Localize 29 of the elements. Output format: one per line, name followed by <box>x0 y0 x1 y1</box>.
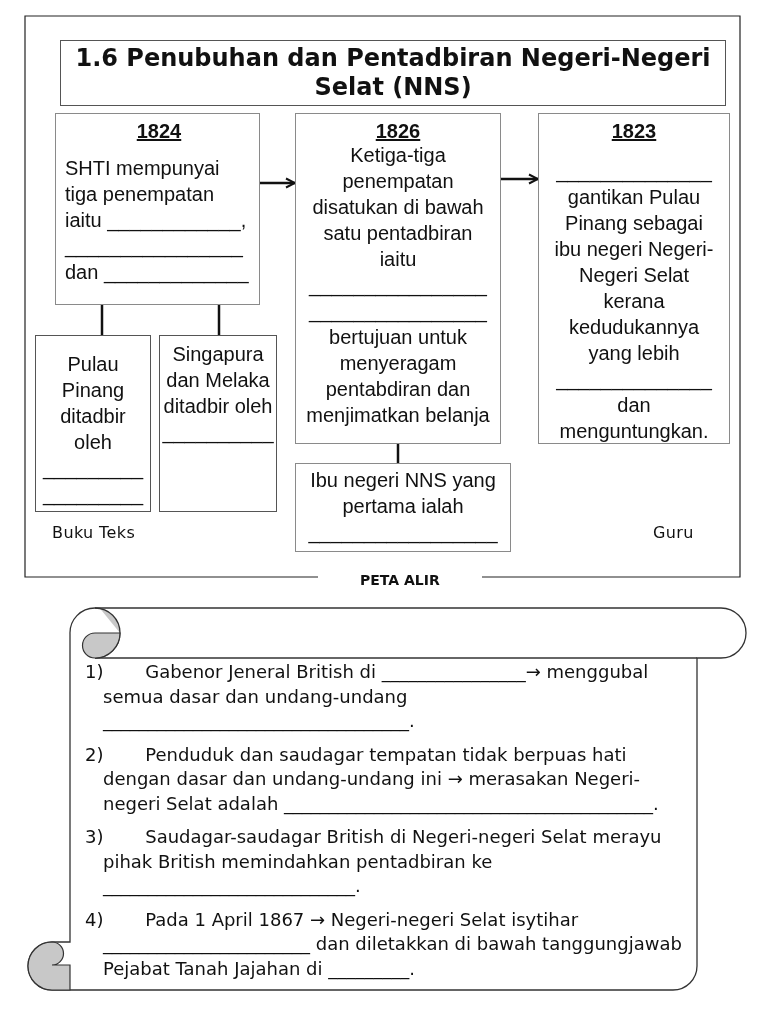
year-heading: 1823 <box>610 119 658 144</box>
box-text: Pulau Pinang ditadbir oleh _________ _________ <box>41 352 145 507</box>
frame-caption: PETA ALIR <box>360 572 440 589</box>
year-heading: 1824 <box>135 119 183 144</box>
flow-box <box>295 113 501 444</box>
arrow <box>501 173 539 185</box>
flow-box <box>159 335 277 512</box>
list-item: 1) Gabenor Jeneral British di ________________→ menggubal semua dasar dan undang-undang __________________________________. <box>85 660 650 734</box>
scroll-banner <box>27 607 748 992</box>
connector-line <box>217 305 221 335</box>
box-text: ______________ gantikan Pulau Pinang sebagai ibu negeri Negeri-Negeri Selat kerana kedudukannya yang lebih ______________ dan menguntungkan. <box>553 159 715 444</box>
connector-line <box>100 305 104 335</box>
box-text: Singapura dan Melaka ditadbir oleh __________ <box>161 342 275 445</box>
note-text: Guru <box>653 523 694 543</box>
list-item: 2) Penduduk dan saudagar tempatan tidak berpuas hati dengan dasar dan undang-undang ini → merasakan Negeri-negeri Selat adalah _________________________________________. <box>85 742 660 816</box>
box-text: Ketiga-tiga penempatan disatukan di bawah satu pentadbiran iaitu ________________ ________________ bertujuan untuk menyeragam pentabdiran dan menjimatkan belanja <box>305 143 491 428</box>
note-text: Buku Teks <box>52 523 136 543</box>
year-heading: 1826 <box>374 119 422 144</box>
box-text: SHTI mempunyai tiga penempatan iaitu ____________, ________________ dan _____________ <box>65 156 250 285</box>
connector-line <box>396 444 400 463</box>
flow-box <box>35 335 151 512</box>
flow-box <box>538 113 730 444</box>
flow-box <box>295 463 511 552</box>
box-text: Ibu negeri NNS yang pertama ialah _________________ <box>307 468 499 545</box>
list-item: 4) Pada 1 April 1867 → Negeri-negeri Selat isytihar _______________________ dan diletakkan di bawah tanggungjawab Pejabat Tanah Jajahan di _________. <box>85 907 683 981</box>
title: 1.6 Penubuhan dan Pentadbiran Negeri-Negeri Selat (NNS) <box>60 40 726 106</box>
list-item: 3) Saudagar-saudagar British di Negeri-negeri Selat merayu pihak British memindahkan pentadbiran ke ____________________________. <box>85 825 663 899</box>
flow-box <box>55 113 260 305</box>
arrow <box>260 177 296 189</box>
